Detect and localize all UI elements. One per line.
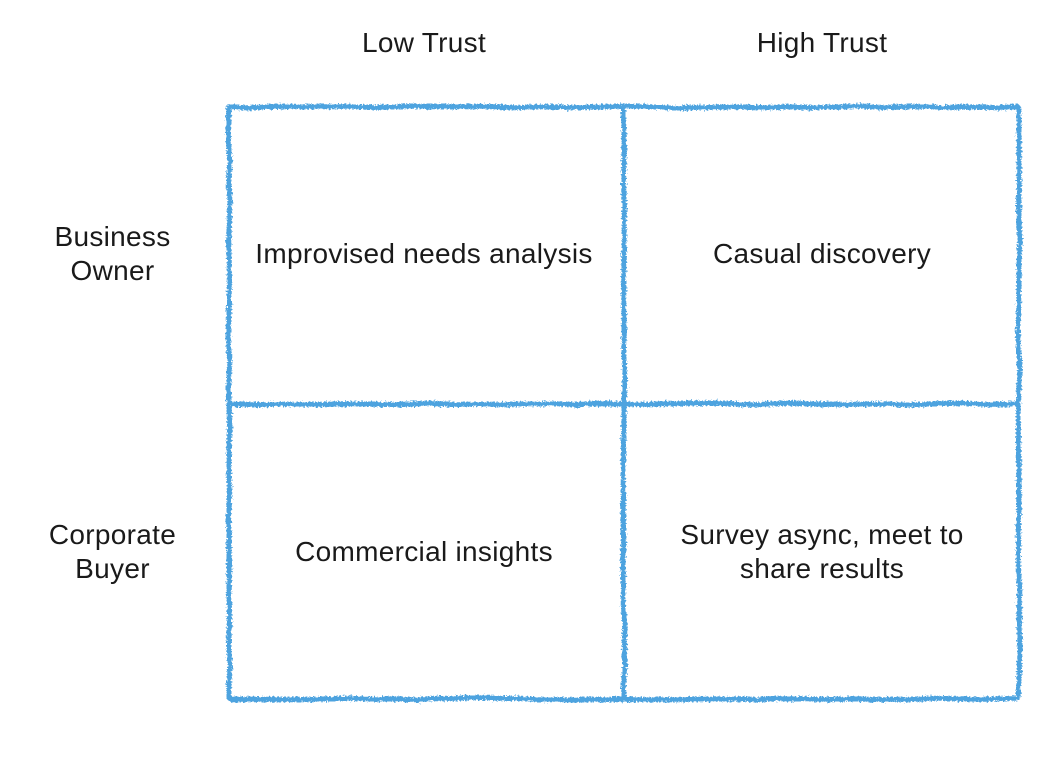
column-header-low-trust: Low Trust — [361, 27, 487, 58]
cell-text: Commercial insights — [295, 536, 553, 567]
cell-business-owner-low-trust: Improvised needs analysis — [225, 104, 623, 403]
cell-text: Casual discovery — [713, 237, 931, 269]
row-header-label: Business Owner — [54, 220, 171, 286]
column-header-high-trust: High Trust — [756, 27, 888, 58]
cell-text: Survey async, meet to share results — [680, 519, 964, 584]
cell-text: Improvised needs analysis — [255, 237, 593, 269]
row-header-label: Corporate Buyer — [48, 519, 177, 584]
row-header-business-owner: Business Owner — [0, 104, 225, 403]
cell-corporate-buyer-high-trust: Survey async, meet to share results — [623, 403, 1021, 701]
row-header-corporate-buyer: Corporate Buyer — [0, 403, 225, 701]
cell-corporate-buyer-low-trust: Commercial insights — [225, 403, 623, 701]
cell-business-owner-high-trust: Casual discovery — [623, 104, 1021, 403]
